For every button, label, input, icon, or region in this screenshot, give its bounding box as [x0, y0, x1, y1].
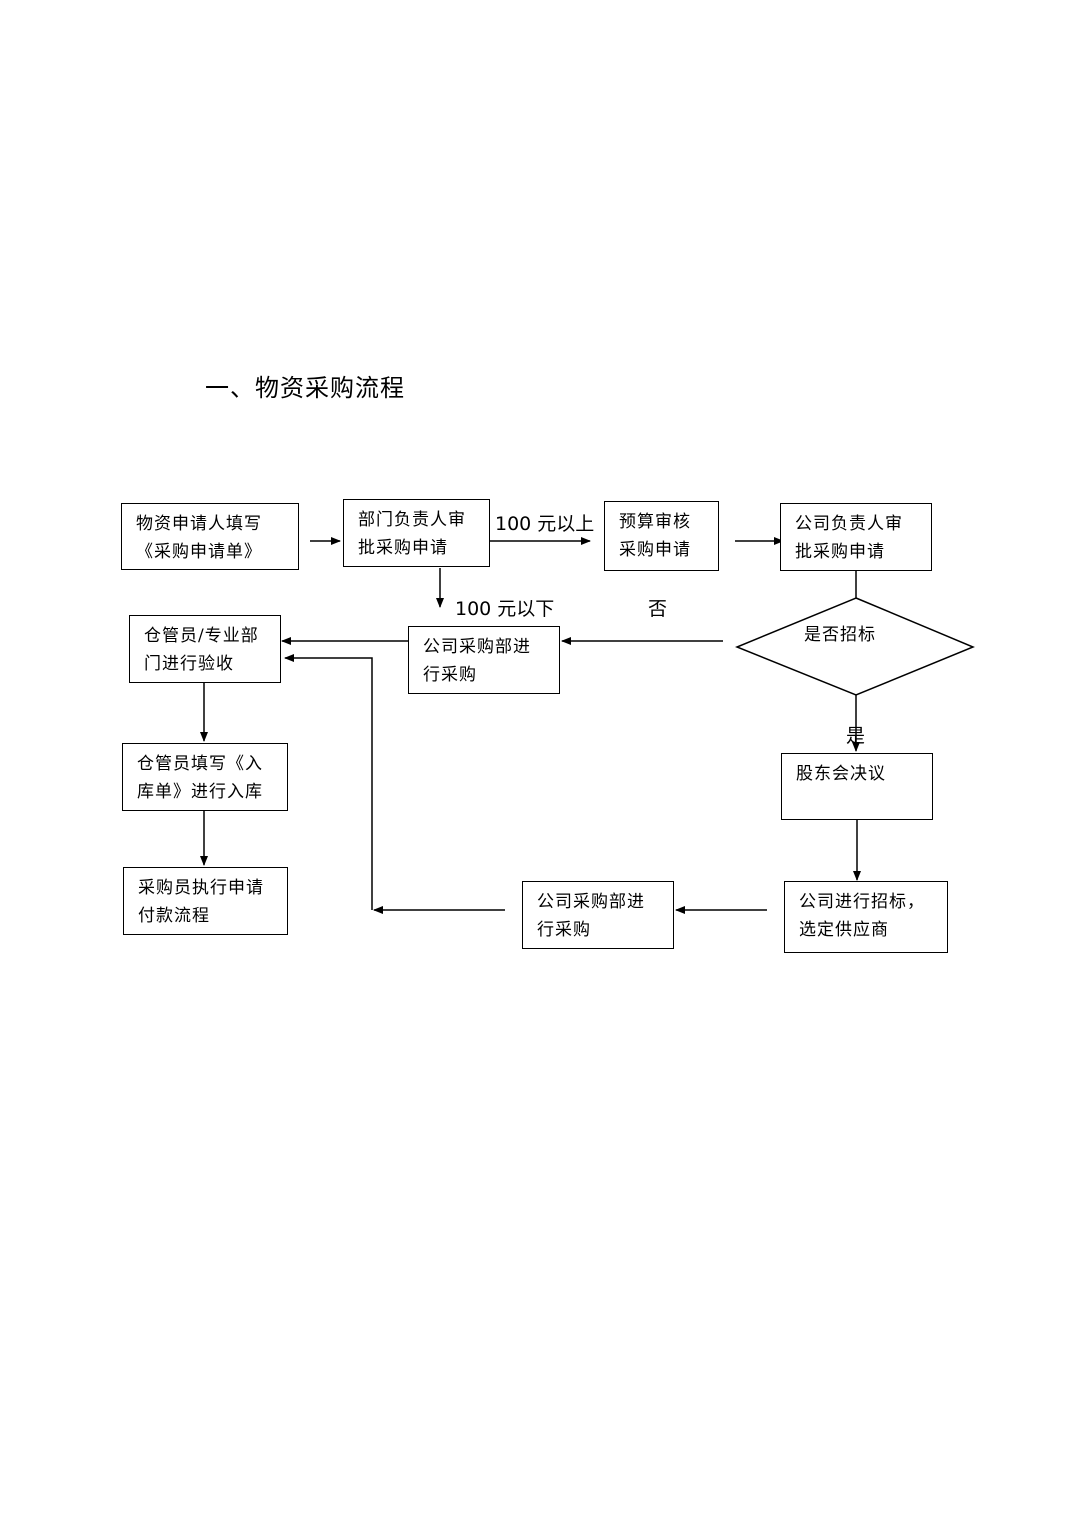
node-purchase-dept-2: 公司采购部进 行采购 [522, 881, 674, 949]
node-company-approval: 公司负责人审 批采购申请 [780, 503, 932, 571]
node-fill-request: 物资申请人填写 《采购申请单》 [121, 503, 299, 570]
decision-diamond [735, 597, 975, 696]
node-budget-review: 预算审核 采购申请 [604, 501, 719, 571]
node-tender: 公司进行招标， 选定供应商 [784, 881, 948, 953]
node-payment: 采购员执行申请 付款流程 [123, 867, 288, 935]
node-inspection: 仓管员/专业部 门进行验收 [129, 615, 281, 683]
page-title: 一、物资采购流程 [205, 374, 405, 402]
label-below-100: 100 元以下 [455, 598, 555, 620]
node-warehouse-entry: 仓管员填写《入 库单》进行入库 [122, 743, 288, 811]
node-dept-approval: 部门负责人审 批采购申请 [343, 499, 490, 567]
return-path [284, 654, 373, 910]
decision-label: 是否招标 [804, 625, 876, 645]
node-purchase-dept-1: 公司采购部进 行采购 [408, 626, 560, 694]
label-no: 否 [648, 598, 668, 620]
label-above-100: 100 元以上 [495, 513, 595, 535]
node-shareholder-resolution: 股东会决议 [781, 753, 933, 820]
label-yes: 是 [846, 725, 866, 747]
